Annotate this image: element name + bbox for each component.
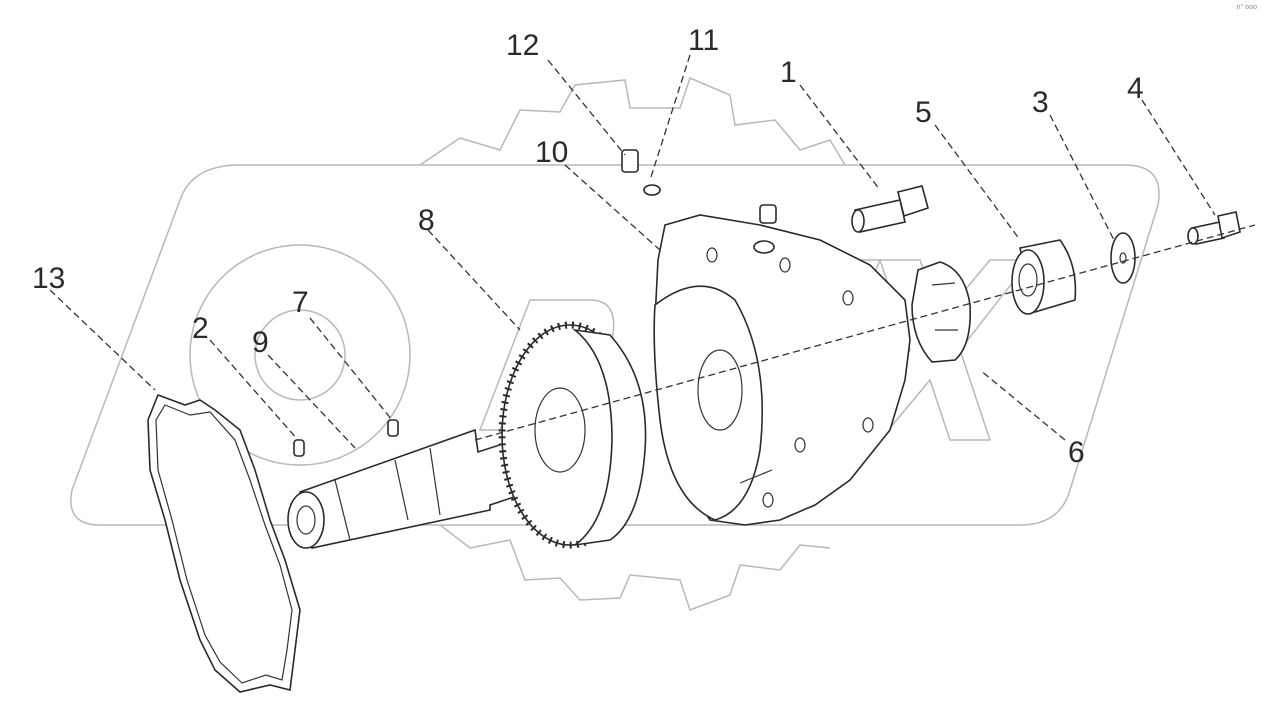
part-housing-10 [653, 214, 911, 526]
callout-5: 5 [915, 96, 932, 129]
callout-labels: 1 2 3 4 5 6 7 8 9 10 11 12 13 [32, 24, 1144, 469]
part-bolt-1 [851, 185, 929, 233]
part-key-7 [387, 419, 399, 437]
callout-11: 11 [688, 24, 719, 57]
assembly-axis [474, 224, 1256, 441]
part-bolt-4 [1187, 211, 1241, 245]
callout-7: 7 [292, 286, 309, 319]
callout-3: 3 [1032, 86, 1049, 119]
part-coupling-6 [911, 261, 972, 363]
callout-8: 8 [418, 204, 435, 237]
part-gasket-13 [147, 393, 301, 693]
callout-13: 13 [32, 262, 65, 295]
callout-12: 12 [506, 29, 539, 62]
callout-9: 9 [252, 326, 269, 359]
callout-6: 6 [1068, 436, 1085, 469]
callout-2: 2 [192, 312, 209, 345]
part-bushing-5 [1011, 239, 1077, 315]
corner-mark: n° ooo [1236, 4, 1257, 11]
part-plug-12 [621, 149, 639, 173]
part-washer-11 [643, 184, 661, 196]
callout-10: 10 [535, 136, 568, 169]
part-shaft-9 [287, 428, 521, 549]
part-pin-2 [293, 439, 305, 457]
part-fitting [753, 204, 777, 254]
callout-1: 1 [780, 56, 797, 89]
part-gear-8 [498, 321, 647, 549]
leader-lines [49, 54, 1216, 449]
callout-4: 4 [1127, 72, 1144, 105]
part-washer-3 [1110, 232, 1136, 284]
